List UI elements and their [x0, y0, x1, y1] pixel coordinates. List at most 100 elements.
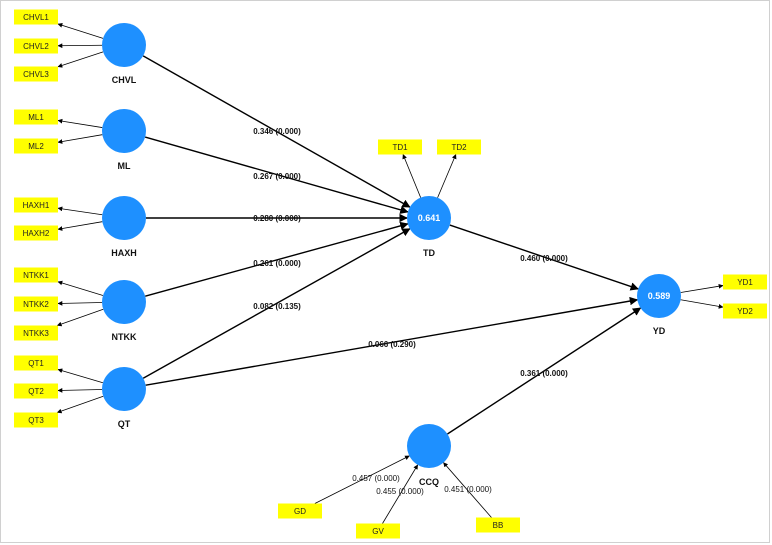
indicator-label-td1: TD1	[392, 143, 408, 152]
path-arrow-ccq-yd	[447, 307, 642, 435]
construct-node-qt[interactable]	[102, 367, 146, 411]
indicator-arrow-chvl2	[57, 43, 103, 49]
r-squared-td: 0.641	[418, 213, 441, 223]
indicator-label-ntkk2: NTKK2	[23, 300, 49, 309]
path-coefficient-qt-yd: 0.066 (0.290)	[368, 340, 416, 349]
indicator-label-bb: BB	[493, 521, 504, 530]
indicator-box-qt1[interactable]	[14, 355, 58, 371]
indicator-label-chvl3: CHVL3	[23, 70, 49, 79]
path-coefficient-ccq-yd: 0.361 (0.000)	[520, 369, 568, 378]
path-arrow-ml-td	[144, 136, 409, 214]
path-coefficient-td-yd: 0.460 (0.000)	[520, 254, 568, 263]
outer-weight-bb: 0.451 (0.000)	[444, 485, 492, 494]
path-arrow-chvl-td	[142, 55, 411, 208]
indicator-box-ntkk1[interactable]	[14, 267, 58, 283]
construct-label-td: TD	[423, 248, 435, 258]
construct-node-td[interactable]	[407, 196, 451, 240]
indicator-box-haxh1[interactable]	[14, 197, 58, 213]
indicator-arrow-ml1	[57, 118, 103, 128]
indicator-arrow-haxh2	[57, 221, 103, 231]
indicator-arrow-chvl3	[57, 51, 104, 68]
indicator-box-ml2[interactable]	[14, 138, 58, 154]
indicator-box-gv[interactable]	[356, 523, 400, 539]
indicator-box-chvl2[interactable]	[14, 38, 58, 54]
construct-node-ntkk[interactable]	[102, 280, 146, 324]
indicator-box-yd1[interactable]	[723, 274, 767, 290]
nodes-layer	[14, 9, 767, 539]
indicator-arrow-ml2	[57, 134, 103, 144]
indicator-label-haxh1: HAXH1	[23, 201, 50, 210]
labels-layer: 0.346 (0.000)0.267 (0.000)0.280 (0.000)0…	[23, 13, 754, 536]
indicator-arrow-td1	[402, 154, 422, 198]
indicator-label-qt3: QT3	[28, 416, 44, 425]
indicator-arrow-qt3	[56, 395, 104, 414]
path-coefficient-chvl-td: 0.346 (0.000)	[253, 127, 301, 136]
indicator-arrow-yd1	[680, 283, 724, 293]
indicator-arrow-td2	[437, 154, 457, 198]
path-arrow-qt-td	[142, 228, 411, 379]
construct-label-chvl: CHVL	[112, 75, 137, 85]
construct-label-qt: QT	[118, 419, 131, 429]
construct-label-yd: YD	[653, 326, 666, 336]
indicator-label-yd2: YD2	[737, 307, 753, 316]
indicator-arrow-chvl1	[57, 23, 104, 39]
indicator-arrow-gd	[314, 455, 410, 504]
path-arrow-ntkk-td	[145, 221, 409, 297]
indicator-box-haxh2[interactable]	[14, 225, 58, 241]
r-squared-yd: 0.589	[648, 291, 671, 301]
indicator-label-ntkk3: NTKK3	[23, 329, 49, 338]
indicator-arrow-ntkk1	[57, 280, 104, 296]
indicator-arrow-ntkk3	[56, 308, 104, 327]
path-arrow-td-yd	[449, 224, 639, 291]
indicator-box-chvl3[interactable]	[14, 66, 58, 82]
indicator-label-chvl2: CHVL2	[23, 42, 49, 51]
indicator-label-ml1: ML1	[28, 113, 44, 122]
indicator-arrow-qt2	[57, 388, 103, 393]
indicator-arrow-haxh1	[57, 206, 103, 216]
indicator-box-chvl1[interactable]	[14, 9, 58, 25]
indicator-box-ntkk3[interactable]	[14, 325, 58, 341]
indicator-label-gd: GD	[294, 507, 306, 516]
indicator-label-yd1: YD1	[737, 278, 753, 287]
indicator-box-td2[interactable]	[437, 139, 481, 155]
path-coefficient-qt-td: 0.082 (0.135)	[253, 302, 301, 311]
construct-node-ccq[interactable]	[407, 424, 451, 468]
indicator-box-ntkk2[interactable]	[14, 296, 58, 312]
indicator-label-ml2: ML2	[28, 142, 44, 151]
indicator-box-yd2[interactable]	[723, 303, 767, 319]
construct-label-ntkk: NTKK	[112, 332, 137, 342]
indicator-box-bb[interactable]	[476, 517, 520, 533]
path-coefficient-ntkk-td: 0.261 (0.000)	[253, 259, 301, 268]
indicator-box-gd[interactable]	[278, 503, 322, 519]
construct-node-ml[interactable]	[102, 109, 146, 153]
construct-node-chvl[interactable]	[102, 23, 146, 67]
path-arrow-qt-yd	[145, 296, 639, 386]
construct-label-haxh: HAXH	[111, 248, 137, 258]
construct-label-ml: ML	[118, 161, 131, 171]
indicator-label-qt2: QT2	[28, 387, 44, 396]
outer-weight-gv: 0.455 (0.000)	[376, 487, 424, 496]
indicator-arrow-gv	[382, 464, 419, 524]
indicator-arrow-bb	[443, 462, 492, 518]
indicator-label-haxh2: HAXH2	[23, 229, 50, 238]
construct-node-yd[interactable]	[637, 274, 681, 318]
indicator-label-gv: GV	[372, 527, 384, 536]
indicator-arrow-qt1	[57, 368, 104, 384]
indicator-box-ml1[interactable]	[14, 109, 58, 125]
indicator-box-qt2[interactable]	[14, 383, 58, 399]
indicator-box-qt3[interactable]	[14, 412, 58, 428]
indicator-label-qt1: QT1	[28, 359, 44, 368]
indicator-label-chvl1: CHVL1	[23, 13, 49, 22]
indicator-arrow-ntkk2	[57, 301, 103, 306]
path-coefficient-ml-td: 0.267 (0.000)	[253, 172, 301, 181]
construct-label-ccq: CCQ	[419, 477, 439, 487]
outer-weight-gd: 0.457 (0.000)	[352, 474, 400, 483]
indicator-box-td1[interactable]	[378, 139, 422, 155]
edges-layer	[56, 23, 724, 524]
construct-node-haxh[interactable]	[102, 196, 146, 240]
indicator-label-td2: TD2	[451, 143, 467, 152]
indicator-label-ntkk1: NTKK1	[23, 271, 49, 280]
